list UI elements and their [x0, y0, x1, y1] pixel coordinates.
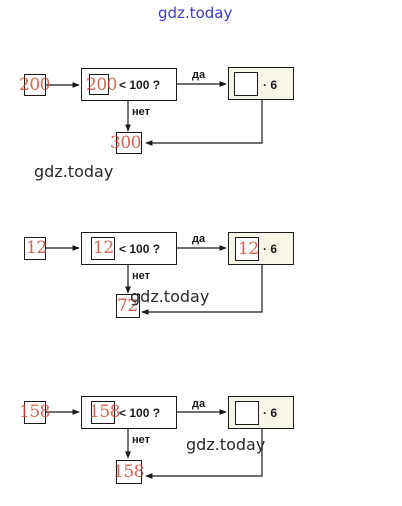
output-value-2: 72 [117, 296, 138, 316]
arrow-result-return-3 [145, 429, 263, 479]
no-label-1: нет [132, 106, 151, 118]
multiplier-3: · 6 [263, 406, 278, 420]
arrow-result-return-1 [145, 100, 263, 146]
condition-box-1 [81, 68, 177, 101]
output-box-1 [116, 132, 142, 154]
multiplier-2: · 6 [263, 242, 278, 256]
condition-value-3: 158 [89, 402, 120, 422]
no-label-3: нет [132, 434, 151, 446]
arrow-result-return-2 [141, 265, 263, 315]
condition-text-1: < 100 ? [119, 78, 161, 92]
yes-label-2: да [192, 233, 206, 245]
output-value-3: 158 [113, 462, 144, 482]
yes-label-3: да [192, 398, 206, 410]
input-value-3: 158 [19, 402, 50, 422]
input-box-3 [24, 401, 46, 424]
watermark-top: gdz.today [158, 4, 233, 22]
condition-input-slot-1 [89, 74, 109, 95]
condition-input-slot-3 [91, 401, 115, 424]
condition-input-slot-2 [91, 237, 115, 260]
watermark-2: gdz.today [130, 287, 210, 306]
watermark-1: gdz.today [34, 162, 114, 181]
input-box-1 [24, 74, 46, 96]
condition-text-3: < 100 ? [119, 406, 161, 420]
condition-value-2: 12 [93, 238, 114, 258]
multiplier-1: · 6 [263, 78, 278, 92]
output-box-3 [116, 460, 142, 484]
input-box-2 [24, 237, 46, 260]
result-slot-3 [235, 401, 259, 425]
output-value-1: 300 [110, 133, 141, 153]
input-value-2: 12 [26, 238, 47, 258]
result-slot-2 [235, 237, 259, 261]
result-value-2: 12 [238, 239, 259, 259]
result-slot-1 [234, 72, 258, 96]
condition-value-1: 200 [86, 75, 117, 95]
input-value-1: 200 [19, 75, 50, 95]
yes-label-1: да [192, 69, 206, 81]
condition-text-2: < 100 ? [119, 242, 161, 256]
watermark-3: gdz.today [186, 435, 266, 454]
no-label-2: нет [132, 270, 151, 282]
output-box-2 [116, 294, 140, 318]
